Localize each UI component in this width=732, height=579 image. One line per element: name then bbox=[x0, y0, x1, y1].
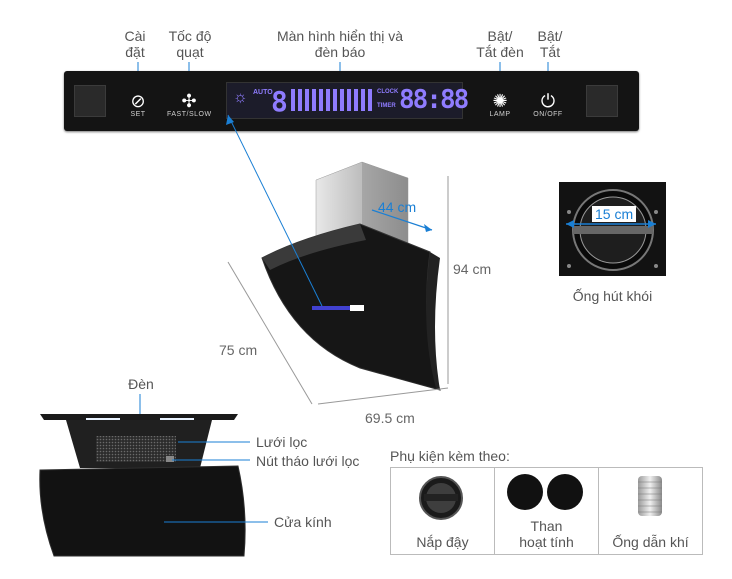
power-text: ON/OFF bbox=[533, 111, 563, 118]
fan-text: FAST/SLOW bbox=[167, 111, 212, 118]
label-lamp: Bật/ Tắt đèn bbox=[476, 28, 524, 60]
clock-text: CLOCK bbox=[377, 89, 399, 95]
label-filter-button: Nút tháo lưới lọc bbox=[256, 453, 360, 469]
accessory-label: Nắp đậy bbox=[416, 534, 469, 550]
dim-width: 69.5 cm bbox=[365, 410, 415, 426]
label-fan-speed: Tốc độ quạt bbox=[168, 28, 212, 60]
label-display: Màn hình hiển thị và đèn báo bbox=[276, 28, 404, 60]
time-digits: 88:88 bbox=[399, 85, 469, 115]
panel-right-square bbox=[586, 85, 618, 117]
label-power: Bật/ Tắt bbox=[537, 28, 563, 60]
label-set: Cài đặt bbox=[124, 28, 146, 60]
power-button[interactable]: ⏻ ON/OFF bbox=[532, 91, 564, 118]
set-icon: ⊘ bbox=[130, 91, 146, 111]
duct-label: Ống hút khói bbox=[572, 288, 653, 304]
accessory-cap: Nắp đậy bbox=[391, 468, 495, 554]
accessory-carbon: Than hoạt tính bbox=[495, 468, 599, 554]
lamp-text: LAMP bbox=[489, 111, 511, 118]
accessories-table: Nắp đậy Than hoạt tính Ống dẫn kh bbox=[390, 467, 703, 555]
big-digit: 8 bbox=[271, 85, 288, 118]
label-lamp-bottom: Đèn bbox=[128, 376, 154, 392]
power-icon: ⏻ bbox=[540, 91, 556, 111]
set-button[interactable]: ⊘ SET bbox=[124, 91, 152, 118]
dim-depth: 44 cm bbox=[378, 199, 417, 215]
duct-diameter: 15 cm bbox=[592, 206, 637, 222]
accessories-title: Phụ kiện kèm theo: bbox=[390, 448, 510, 464]
dim-diagonal: 75 cm bbox=[219, 342, 258, 358]
level-bars bbox=[291, 89, 373, 111]
accessory-label: Than hoạt tính bbox=[519, 518, 574, 550]
carbon-filter-icon bbox=[507, 474, 583, 510]
fan-icon: ✣ bbox=[181, 91, 197, 111]
dim-height: 94 cm bbox=[453, 261, 492, 277]
air-duct-icon bbox=[638, 476, 662, 516]
label-glass: Cửa kính bbox=[274, 514, 332, 530]
set-text: SET bbox=[130, 111, 146, 118]
lamp-icon: ✺ bbox=[492, 91, 508, 111]
bulb-icon: ☼ bbox=[233, 89, 248, 106]
led-display: ☼ AUTO 8 CLOCK TIMER 88:88 bbox=[226, 82, 469, 119]
accessory-duct: Ống dẫn khí bbox=[599, 468, 702, 554]
timer-text: TIMER bbox=[377, 103, 396, 109]
label-filter: Lưới lọc bbox=[256, 434, 308, 450]
auto-text: AUTO bbox=[253, 89, 273, 96]
lamp-button[interactable]: ✺ LAMP bbox=[486, 91, 514, 118]
cap-icon bbox=[419, 476, 463, 520]
accessory-label: Ống dẫn khí bbox=[612, 534, 689, 550]
panel-left-square bbox=[74, 85, 106, 117]
fan-speed-button[interactable]: ✣ FAST/SLOW bbox=[167, 91, 211, 118]
